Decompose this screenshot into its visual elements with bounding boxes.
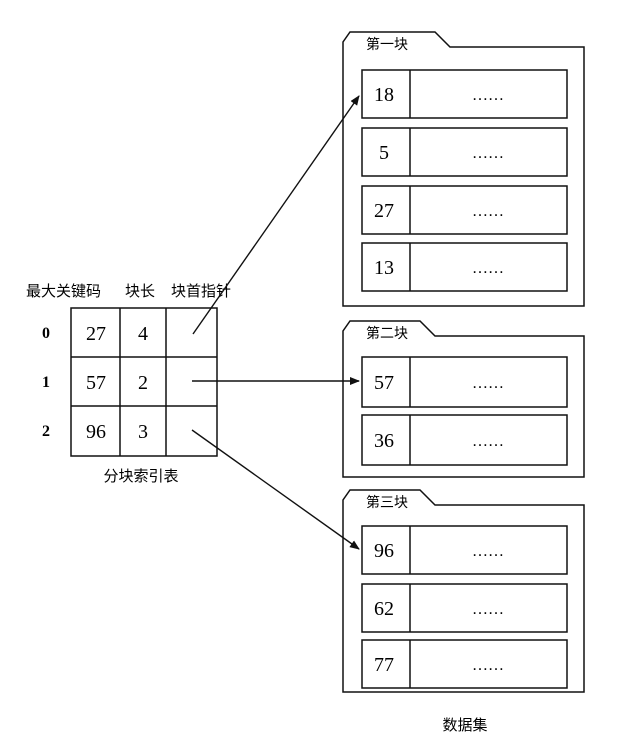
record-row: 36 ……: [361, 414, 568, 466]
block-label: 第二块: [366, 325, 408, 342]
header-block-pointer: 块首指针: [171, 282, 231, 300]
record-data: ……: [472, 543, 504, 560]
block-length-cell: 4: [138, 323, 148, 345]
block-length-cell: 3: [138, 421, 148, 443]
record-data: ……: [472, 601, 504, 618]
block-folder-outline: [342, 489, 585, 693]
block-folder-outline: [342, 320, 585, 478]
record-data: ……: [472, 145, 504, 162]
record-row: 77 ……: [361, 639, 568, 689]
block-length-cell: 2: [138, 372, 148, 394]
record-data: ……: [472, 203, 504, 220]
record-data: ……: [472, 657, 504, 674]
header-max-key: 最大关键码: [26, 282, 101, 300]
record-row: 18 ……: [361, 69, 568, 119]
record-data: ……: [472, 433, 504, 450]
index-table-caption: 分块索引表: [103, 467, 178, 485]
block-folder-outline: [342, 31, 585, 307]
index-table-border: [70, 307, 218, 457]
record-row: 57 ……: [361, 356, 568, 408]
index-row-0: 0 27 4: [42, 323, 148, 345]
pointer-arrow-block-1: [192, 95, 360, 335]
max-key-cell: 96: [86, 421, 106, 443]
pointer-arrows: [191, 95, 360, 550]
record-row: 96 ……: [361, 525, 568, 575]
record-key: 36: [374, 430, 394, 452]
record-data: ……: [472, 87, 504, 104]
index-row-1: 1 57 2: [42, 372, 148, 394]
record-key: 62: [374, 598, 394, 620]
dataset-caption: 数据集: [442, 716, 487, 734]
record-row: 13 ……: [361, 242, 568, 292]
record-data: ……: [472, 375, 504, 392]
data-block-1: 第一块 18 …… 5 …… 27 …… 13: [342, 31, 585, 307]
record-data: ……: [472, 260, 504, 277]
header-block-length: 块长: [125, 282, 155, 300]
record-row: 5 ……: [361, 127, 568, 177]
row-index: 1: [42, 374, 50, 391]
record-key: 57: [374, 372, 394, 394]
record-row: 62 ……: [361, 583, 568, 633]
max-key-cell: 27: [86, 323, 106, 345]
row-index: 0: [42, 325, 50, 342]
record-row: 27 ……: [361, 185, 568, 235]
index-table: 最大关键码 块长 块首指针 0 27 4 1 57 2 2 96 3 分: [26, 282, 231, 485]
data-block-3: 第三块 96 …… 62 …… 77 ……: [342, 489, 585, 693]
index-table-grid: [70, 307, 218, 457]
record-key: 96: [374, 540, 394, 562]
index-row-2: 2 96 3: [42, 421, 148, 443]
block-label: 第三块: [366, 494, 408, 511]
data-block-2: 第二块 57 …… 36 ……: [342, 320, 585, 478]
block-label: 第一块: [366, 36, 408, 53]
record-key: 27: [374, 200, 394, 222]
record-key: 18: [374, 84, 394, 106]
dataset: 第一块 18 …… 5 …… 27 …… 13: [342, 31, 585, 734]
record-key: 77: [374, 654, 394, 676]
record-key: 13: [374, 257, 394, 279]
record-key: 5: [379, 142, 389, 164]
pointer-arrow-block-3: [191, 429, 360, 550]
row-index: 2: [42, 423, 50, 440]
max-key-cell: 57: [86, 372, 106, 394]
